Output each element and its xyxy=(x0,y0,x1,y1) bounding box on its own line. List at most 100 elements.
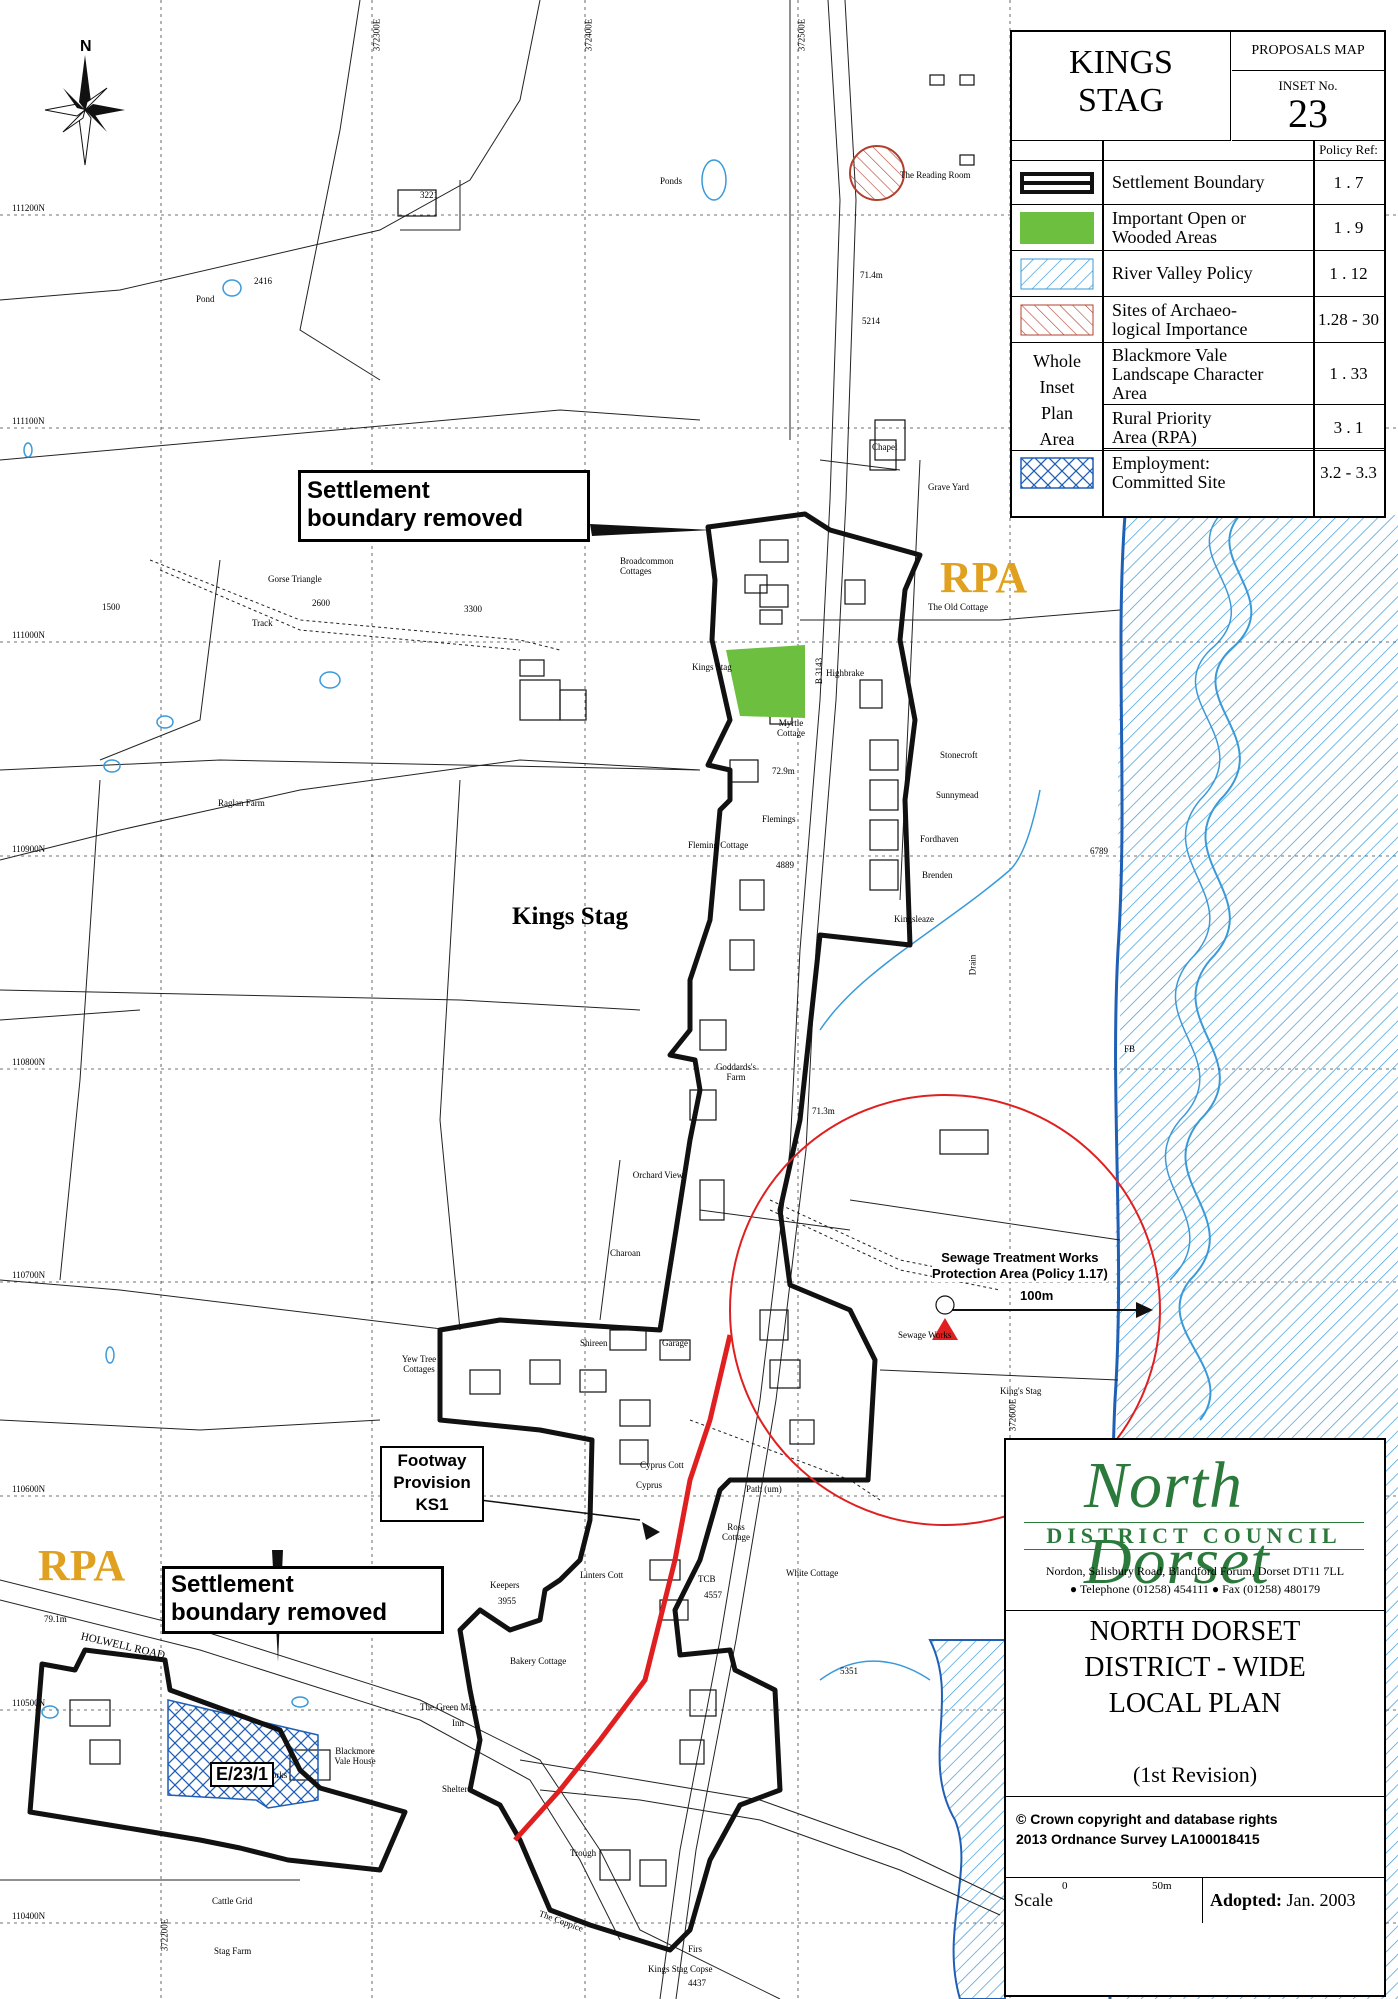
place-label: 3955 xyxy=(498,1596,516,1606)
grid-northing-110900n: 110900N xyxy=(12,844,46,854)
important-open-area xyxy=(726,645,805,718)
settlement-boundary-symbol xyxy=(1020,172,1094,194)
council-address: Nordon, Salisbury Road, Blandford Forum,… xyxy=(1045,1564,1345,1578)
legend-label: River Valley Policy xyxy=(1112,263,1253,283)
place-label: Garage xyxy=(662,1338,688,1348)
sewage-callout: Sewage Treatment Works Protection Area (… xyxy=(932,1250,1108,1282)
open-area-symbol xyxy=(1020,212,1094,244)
place-label: Stag Farm xyxy=(214,1946,252,1956)
council-logo-text: North Dorset xyxy=(1084,1449,1270,1598)
grid-northing-110400n: 110400N xyxy=(12,1911,46,1921)
settlement-removed-callout-north: Settlement boundary removed xyxy=(298,470,590,542)
place-label: Chapel xyxy=(872,442,898,452)
council-info-box: North Dorset DISTRICT COUNCIL Nordon, Sa… xyxy=(1004,1438,1386,1997)
footway-line xyxy=(513,1334,733,1842)
place-label: 6789 xyxy=(1090,846,1108,856)
callout-text: Footway Provision KS1 xyxy=(393,1451,471,1514)
place-label: Fordhaven xyxy=(920,834,959,844)
map-legend: KINGS STAG PROPOSALS MAP INSET No. 23 Po… xyxy=(1010,30,1386,518)
legend-row-employment: Employment: Committed Site 3.2 - 3.3 xyxy=(1012,450,1384,495)
place-label: Bakery Cottage xyxy=(510,1656,567,1666)
place-label: Kings Stag Copse xyxy=(648,1964,713,1974)
place-label: Sunnymead xyxy=(936,790,979,800)
grid-northing-110500n: 110500N xyxy=(12,1698,46,1708)
rpa-label-east: RPA xyxy=(940,553,1028,602)
place-label: Trough xyxy=(570,1848,597,1858)
place-label: Sewage Works xyxy=(898,1330,952,1340)
place-label: 1500 xyxy=(102,602,120,612)
place-label: Cyprus Cott xyxy=(640,1460,684,1470)
north-arrow xyxy=(44,55,125,166)
place-label: Raglan Farm xyxy=(218,798,265,808)
grid-easting-372500e: 372500E xyxy=(796,18,807,52)
sewage-works-marker xyxy=(932,1318,958,1340)
map-title: KINGS STAG xyxy=(1069,44,1173,119)
legend-row-open-areas: Important Open or Wooded Areas 1 . 9 xyxy=(1012,206,1384,251)
place-label: Orchard View xyxy=(632,1170,684,1180)
legend-ref: 3 . 1 xyxy=(1333,418,1364,437)
place-label: Inn xyxy=(452,1718,464,1728)
place-label: 71.3m xyxy=(812,1106,835,1116)
place-label: Blackmore Vale House xyxy=(334,1746,376,1766)
place-label: Kings Stag xyxy=(692,662,732,672)
grid-northing-110600n: 110600N xyxy=(12,1484,46,1494)
place-label: Pond xyxy=(196,294,215,304)
place-label: Kingsleaze xyxy=(894,914,934,924)
legend-ref: 1.28 - 30 xyxy=(1318,310,1379,329)
place-label: FB xyxy=(1124,1044,1136,1054)
council-telephone: ● Telephone (01258) 454111 ● Fax (01258)… xyxy=(1069,1582,1321,1596)
place-label: Drain xyxy=(967,954,978,976)
river-valley-symbol xyxy=(1020,258,1094,290)
place-label: Brenden xyxy=(922,870,953,880)
legend-ref: 1 . 7 xyxy=(1333,173,1364,192)
place-label: Fleming Cottage xyxy=(688,840,749,850)
settlement-removed-callout-west: Settlement boundary removed xyxy=(162,1566,444,1634)
place-label: 72.9m xyxy=(772,766,795,776)
plan-title: NORTH DORSET DISTRICT - WIDE LOCAL PLAN xyxy=(1084,1616,1306,1719)
place-label: The Reading Room xyxy=(900,170,971,180)
whole-inset-label: Whole Inset Plan Area xyxy=(1033,351,1081,449)
sewage-protection-circle xyxy=(729,1094,1161,1526)
grid-northing-111000n: 111000N xyxy=(12,630,45,640)
place-label: Keepers xyxy=(490,1580,520,1590)
place-label: King's Stag xyxy=(1000,1386,1042,1396)
place-label: The Old Cottage xyxy=(928,602,988,612)
place-label: Path (um) xyxy=(746,1484,782,1494)
grid-northing-110700n: 110700N xyxy=(12,1270,46,1280)
adopted-label: Adopted: xyxy=(1210,1890,1283,1910)
place-label: 2416 xyxy=(254,276,272,286)
adopted-value: Jan. 2003 xyxy=(1286,1890,1356,1910)
callout-text: Settlement boundary removed xyxy=(171,1571,388,1626)
legend-ref: 1 . 33 xyxy=(1329,364,1368,383)
place-label: Works xyxy=(264,1770,288,1780)
place-label: Shireen xyxy=(580,1338,608,1348)
scale-zero: 0 xyxy=(1062,1880,1068,1892)
place-label: 2600 xyxy=(312,598,330,608)
grid-northing-111200n: 111200N xyxy=(12,203,45,213)
legend-ref: 1 . 9 xyxy=(1333,218,1364,237)
scale-bar: Scale 0 50m xyxy=(1006,1878,1203,1923)
north-label: N xyxy=(80,38,92,55)
place-label: B 3143 xyxy=(814,657,825,685)
copyright-line-1: © Crown copyright and database rights xyxy=(1016,1811,1278,1827)
place-label: Charoan xyxy=(610,1248,641,1258)
place-label: Myrtle Cottage xyxy=(777,718,805,738)
legend-label: Settlement Boundary xyxy=(1112,172,1265,192)
legend-label: Sites of Archaeo- logical Importance xyxy=(1112,300,1248,339)
place-label: Firs xyxy=(688,1944,703,1954)
place-label: The Green Man xyxy=(420,1702,477,1712)
scale-label: Scale xyxy=(1014,1890,1053,1910)
place-label: 4889 xyxy=(776,860,794,870)
copyright-notice: © Crown copyright and database rights 20… xyxy=(1006,1796,1384,1878)
place-label: Track xyxy=(252,618,273,628)
inset-box: INSET No. 23 xyxy=(1232,72,1384,141)
settlement-boundary-main xyxy=(437,511,923,1953)
place-label: Highbrake xyxy=(826,668,864,678)
place-label: Gorse Triangle xyxy=(268,574,322,584)
place-label: 4557 xyxy=(704,1590,722,1600)
place-label: Yew Tree Cottages xyxy=(401,1354,437,1374)
council-logo-subtitle: DISTRICT COUNCIL xyxy=(1024,1522,1364,1550)
employment-site xyxy=(167,1699,319,1809)
place-label: White Cottage xyxy=(786,1568,839,1578)
legend-ref: 1 . 12 xyxy=(1329,264,1368,283)
